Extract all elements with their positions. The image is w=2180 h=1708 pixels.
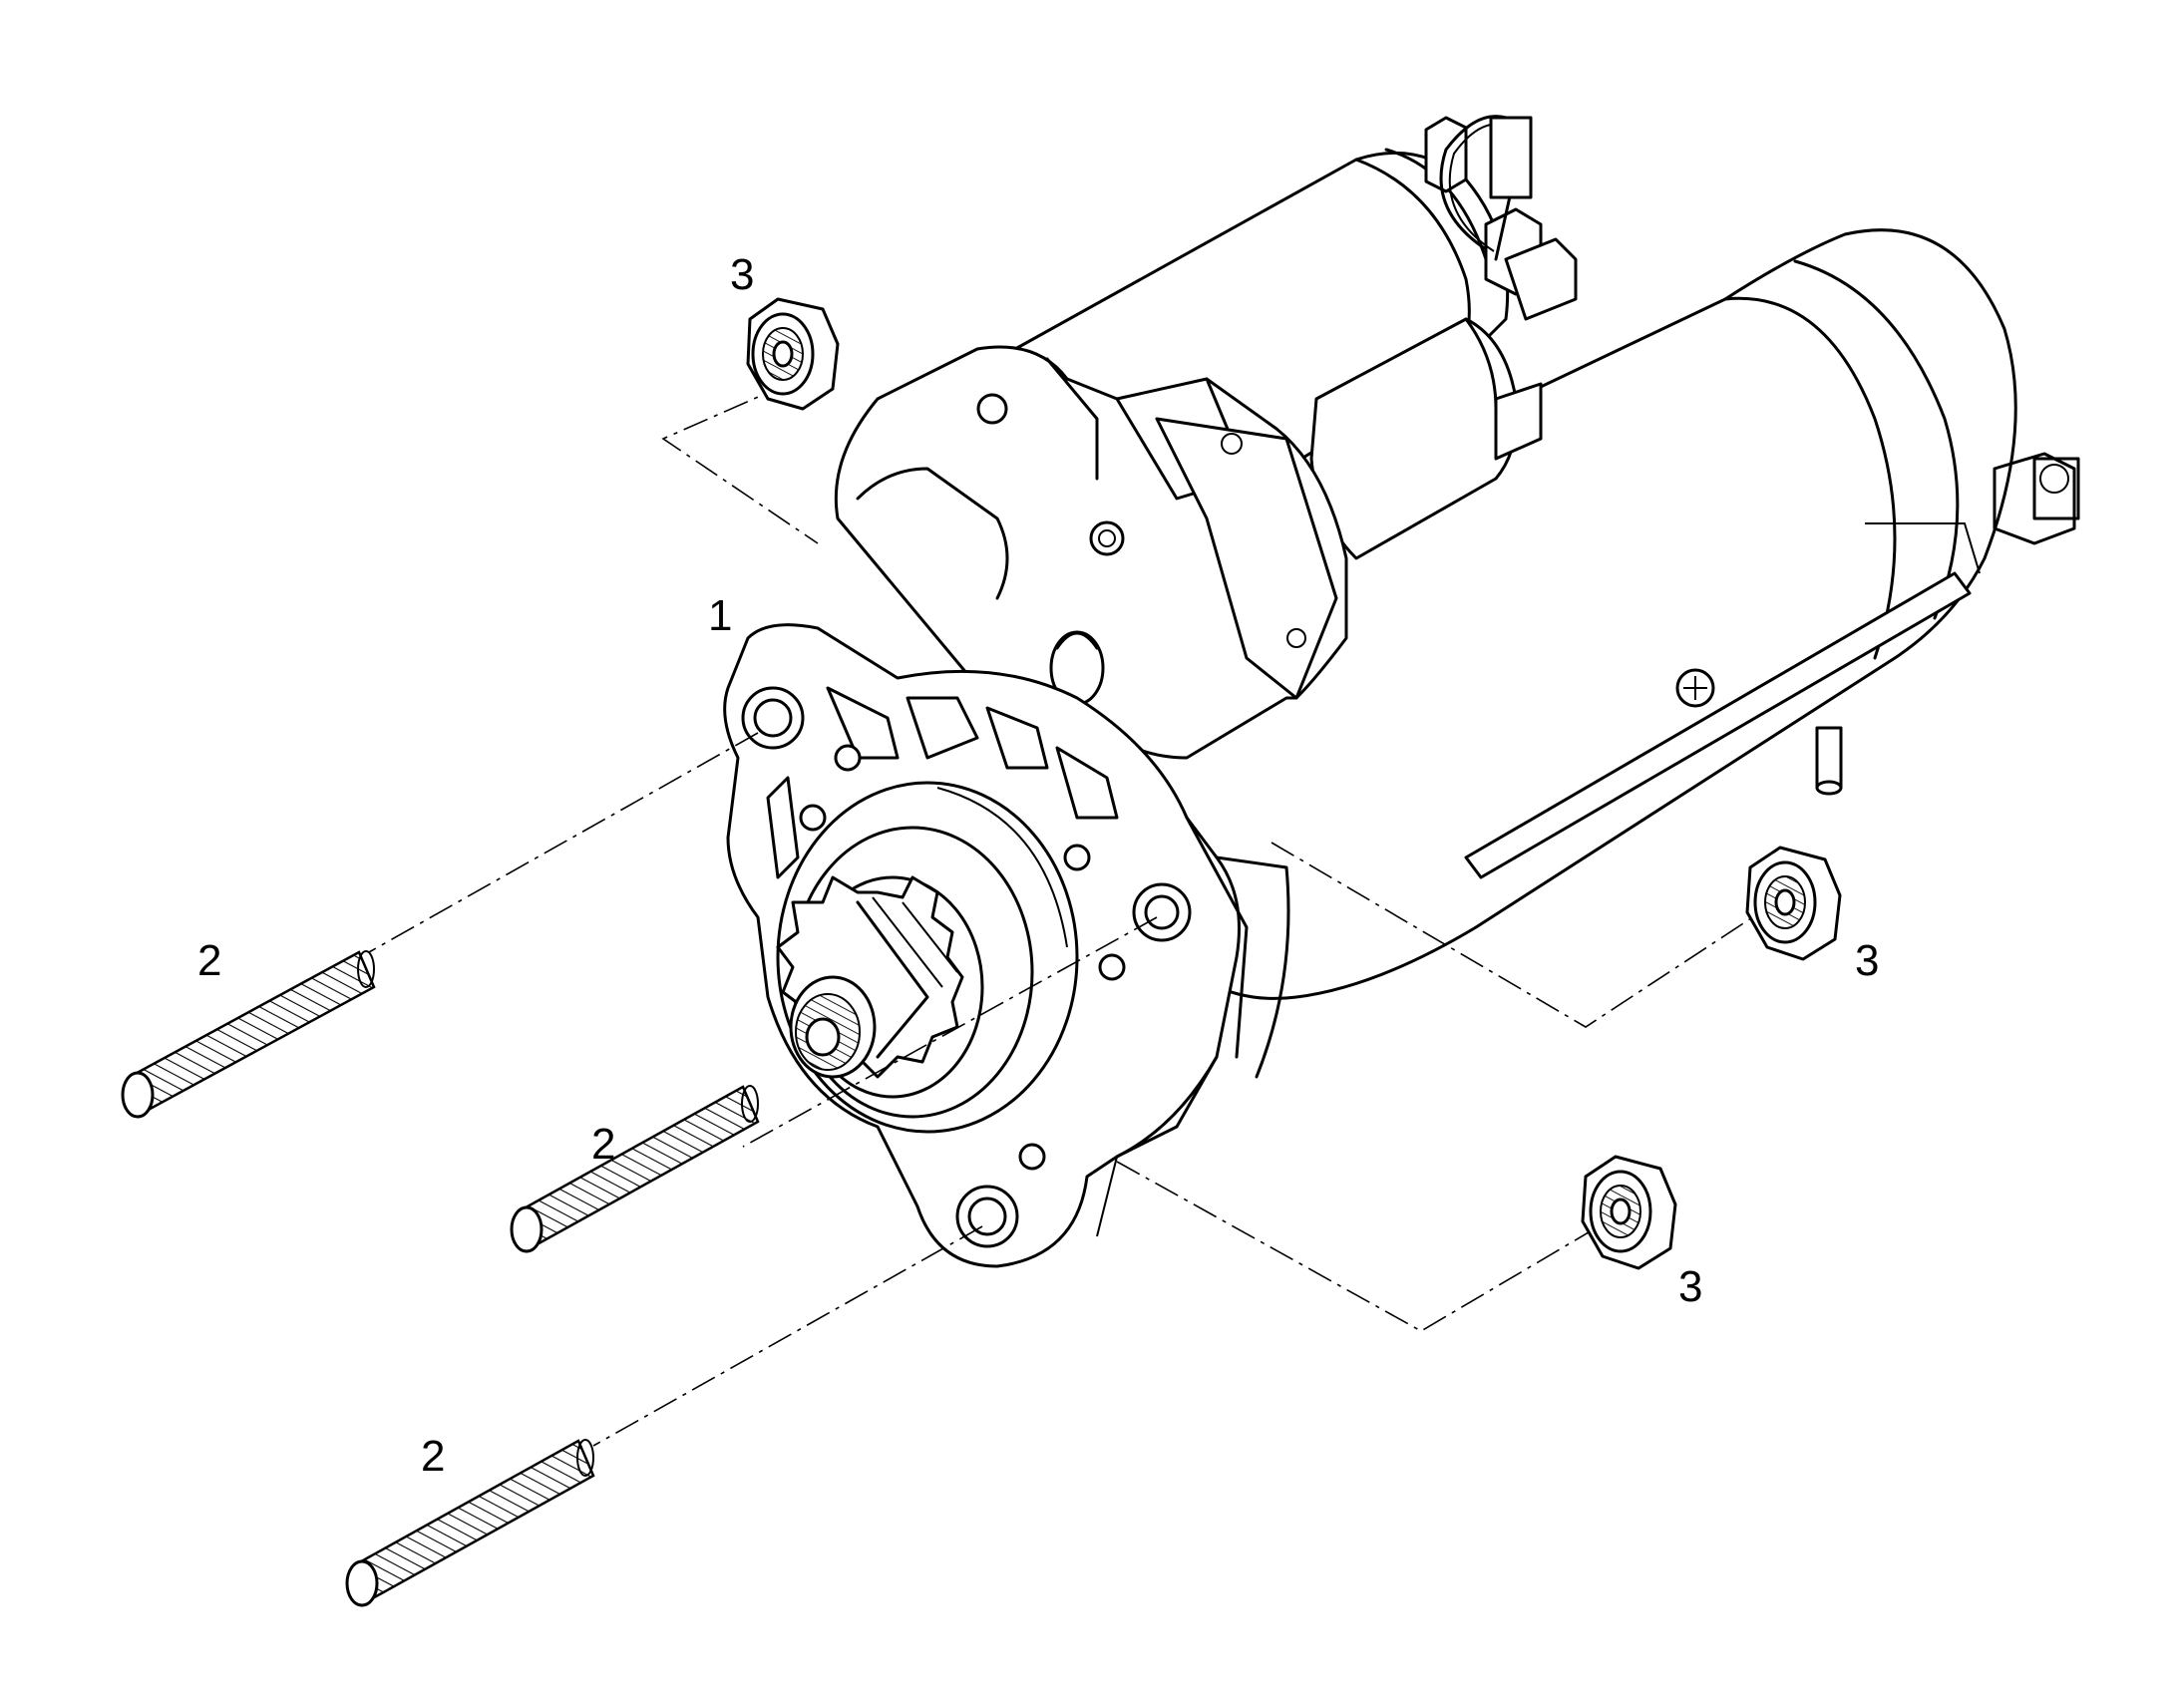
pinion-gear <box>776 875 964 1079</box>
motor-housing <box>1104 228 2080 1000</box>
nut-right <box>1745 846 1842 961</box>
callout-nut-top: 3 <box>730 250 754 299</box>
callout-stud-bottom: 2 <box>421 1432 445 1481</box>
stud-middle <box>510 1085 760 1253</box>
nut-lower-right <box>1581 1155 1677 1270</box>
callout-stud-middle: 2 <box>591 1120 615 1169</box>
nut-top <box>746 297 840 411</box>
callout-stud-top: 2 <box>197 936 221 985</box>
leader-lines <box>368 383 1761 1447</box>
callout-nut-lower-right: 3 <box>1678 1262 1702 1311</box>
callout-nut-right: 3 <box>1855 936 1879 985</box>
callout-starter-motor: 1 <box>708 591 732 640</box>
stud-bottom <box>345 1439 595 1607</box>
drive-end-housing <box>834 345 1348 760</box>
stud-top <box>121 950 376 1119</box>
starter-motor <box>723 115 2080 1268</box>
